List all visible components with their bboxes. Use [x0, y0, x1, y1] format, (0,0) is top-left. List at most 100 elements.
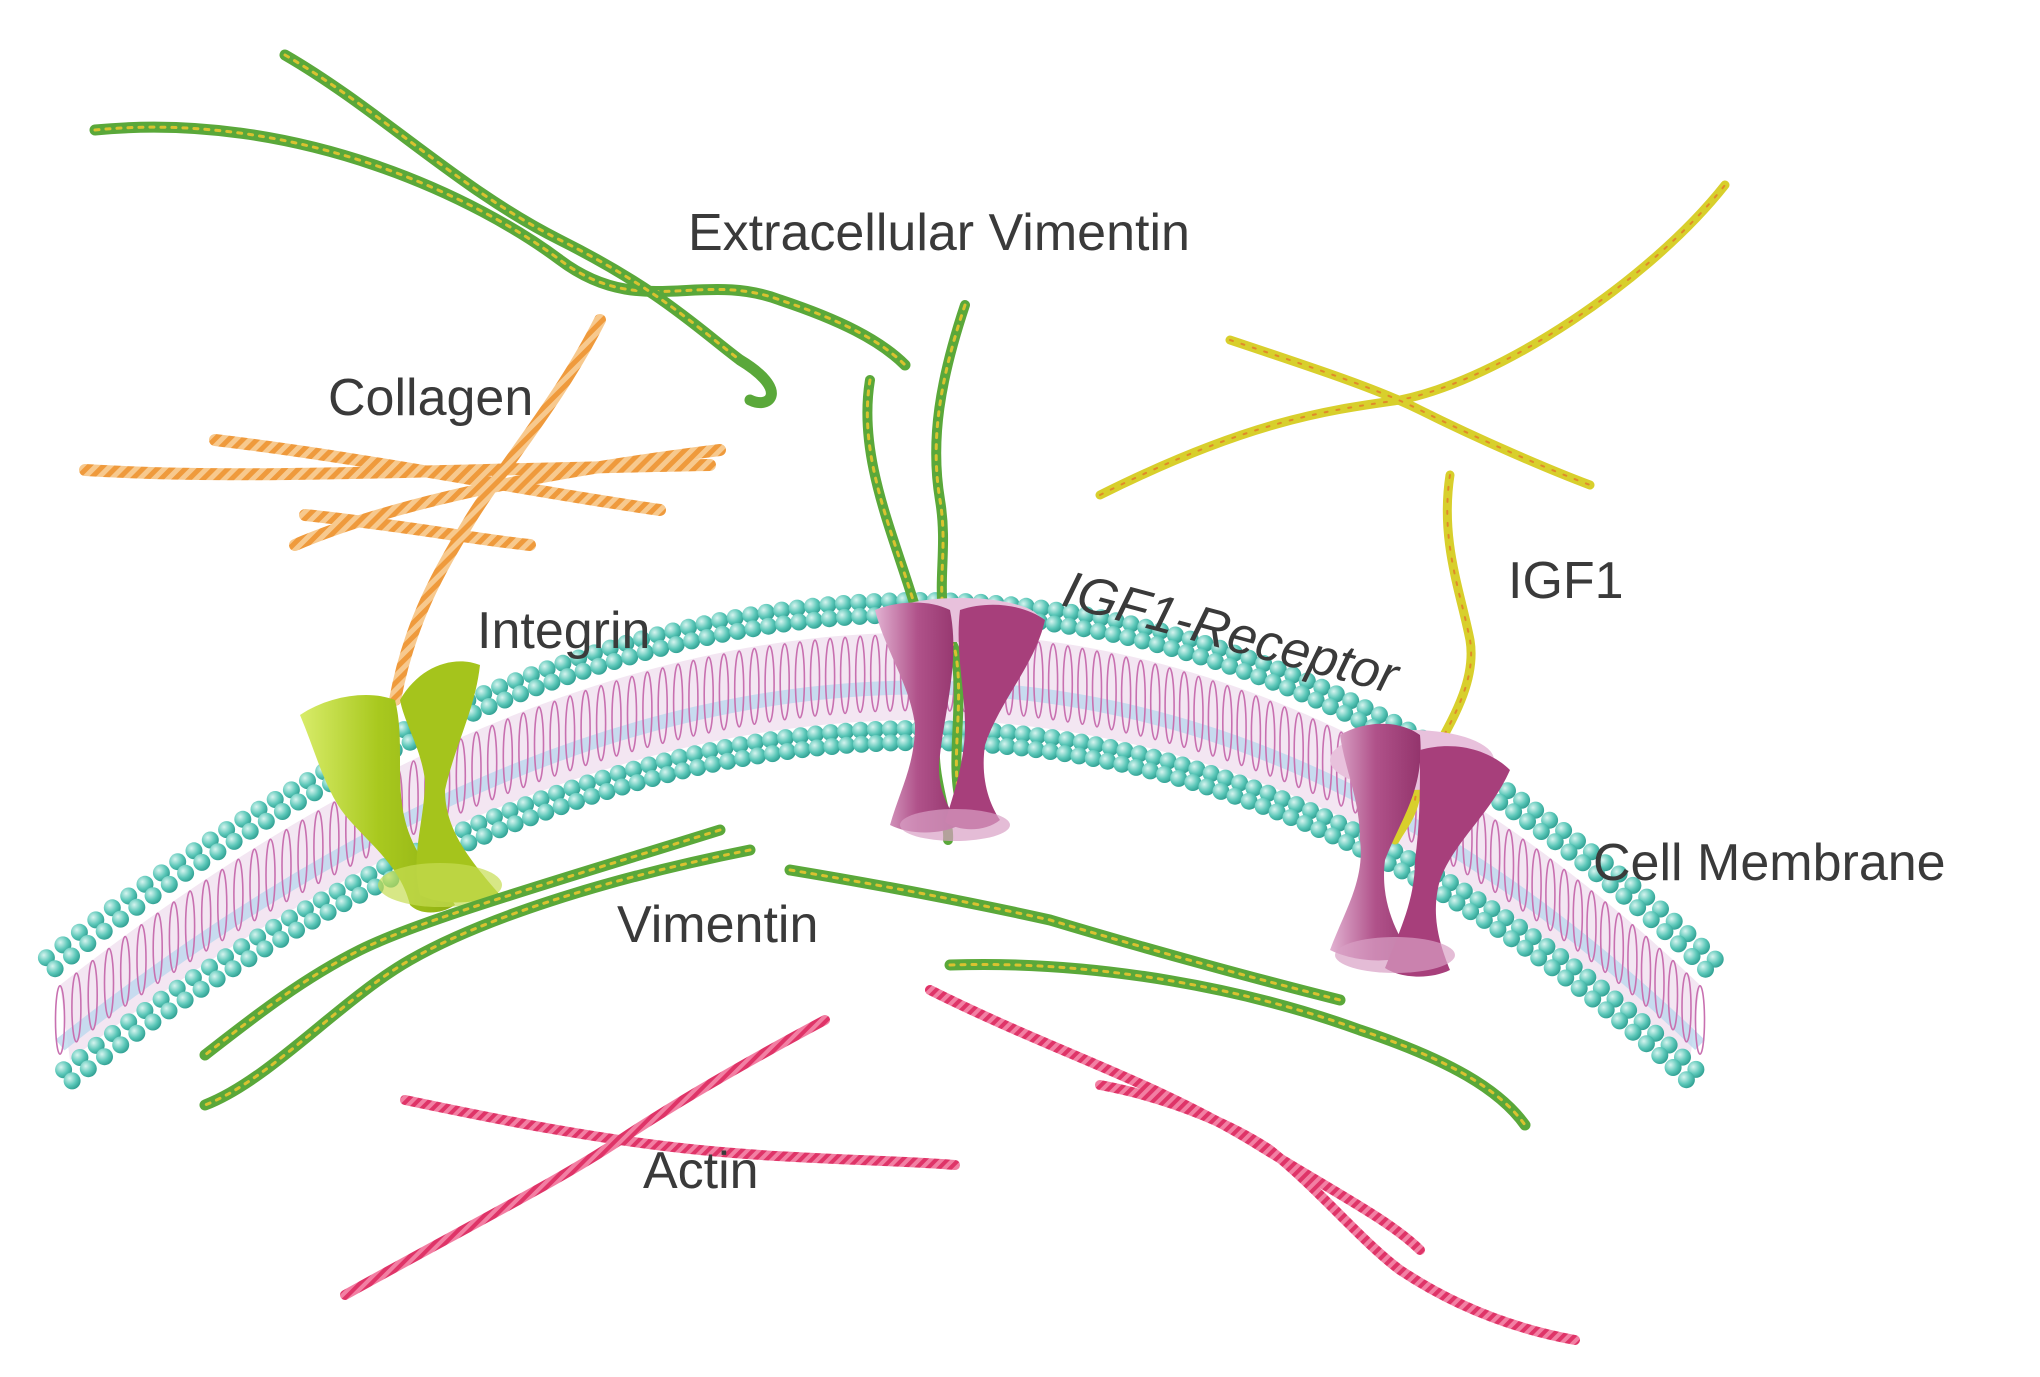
lipid-tail — [200, 879, 212, 952]
actin-fiber — [400, 1095, 960, 1170]
lipid-tail — [1047, 643, 1059, 721]
lipid-head — [777, 729, 794, 747]
lipid-tail — [809, 639, 821, 717]
lipid-head — [552, 798, 570, 816]
actin-fibers — [340, 985, 1580, 1345]
label-integrin: Integrin — [477, 602, 650, 660]
lipid-head — [1060, 617, 1078, 635]
lipid-head — [837, 722, 855, 740]
lipid-head — [896, 734, 914, 752]
lipid-head — [578, 774, 596, 792]
lipid-head — [1014, 725, 1032, 743]
lipid-head — [1268, 803, 1286, 821]
lipid-head — [1240, 792, 1258, 810]
lipid-head — [568, 792, 585, 810]
lipid-head — [896, 720, 914, 738]
lipid-head — [1342, 692, 1360, 710]
lipid-head — [79, 935, 97, 952]
lipid-tail — [824, 637, 836, 716]
lipid-head — [773, 601, 791, 619]
lipid-tail — [1178, 671, 1190, 749]
lipid-head — [598, 783, 616, 800]
lipid-head — [1254, 797, 1272, 815]
lipid-tail — [626, 675, 638, 753]
vimentin-fiber — [944, 959, 1531, 1131]
lipid-head — [1173, 756, 1191, 774]
lipid-head — [1231, 774, 1249, 792]
lipid-head — [625, 760, 643, 778]
lipid-head — [1516, 939, 1534, 957]
lipid-tail — [1279, 706, 1290, 783]
lipid-tail — [103, 947, 115, 1019]
lipid-head — [1184, 774, 1202, 791]
lipid-head — [517, 796, 534, 814]
lipid-tail — [313, 810, 324, 885]
lipid-head — [605, 653, 623, 670]
igf1-fiber — [1095, 180, 1730, 500]
membrane-core — [60, 632, 1700, 1060]
lipid-head — [852, 721, 869, 739]
lipid-head — [1137, 618, 1155, 636]
lipid-head — [644, 770, 661, 787]
lipid-tail — [794, 641, 806, 719]
lipid-tail — [611, 680, 622, 757]
lipid-head — [836, 608, 853, 626]
lipid-tail — [408, 760, 419, 835]
collagen-fiber — [209, 434, 666, 516]
label-extracellular-vimentin: Extracellular Vimentin — [688, 204, 1190, 262]
lipid-head — [1075, 620, 1093, 638]
lipid-head — [1601, 876, 1619, 894]
lipid-head — [1683, 948, 1701, 965]
lipid-head — [570, 649, 588, 667]
lipid-head — [1202, 765, 1220, 782]
lipid-head — [537, 803, 555, 821]
lipid-head — [1122, 615, 1140, 633]
lipid-head — [96, 1048, 113, 1066]
receptor-right-half — [945, 604, 1045, 830]
label-igf1: IGF1 — [1508, 552, 1624, 610]
lipid-head — [731, 736, 749, 754]
lipid-head — [1221, 657, 1239, 675]
lipid-head — [1584, 990, 1602, 1008]
label-cell-membrane: Cell Membrane — [1593, 834, 1946, 892]
lipid-head — [460, 834, 478, 852]
lipid-tail — [54, 984, 66, 1056]
lipid-tail — [549, 700, 560, 777]
lipid-head — [1070, 747, 1088, 765]
lipid-head — [1141, 762, 1159, 780]
lipid-head — [256, 940, 274, 958]
lipid-head — [764, 745, 781, 763]
lipid-head — [485, 808, 503, 826]
lipid-tail — [1681, 972, 1692, 1043]
lipid-tail — [703, 656, 715, 734]
lipid-head — [759, 617, 777, 635]
lipid-tail — [87, 959, 98, 1031]
lipid-head — [744, 620, 762, 638]
label-actin: Actin — [643, 1142, 759, 1200]
lipid-head — [209, 843, 227, 861]
lipid-tail — [136, 924, 147, 996]
lipid-head — [1505, 803, 1523, 821]
lipid-head — [63, 1072, 81, 1090]
lipid-head — [1181, 630, 1199, 648]
lipid-head — [636, 644, 654, 661]
integrin-rim — [378, 863, 502, 907]
lipid-head — [819, 596, 837, 614]
lipid-head — [1588, 865, 1605, 883]
lipid-head — [1198, 778, 1216, 796]
lipid-head — [851, 607, 869, 625]
lipid-head — [716, 739, 734, 756]
lipid-head — [834, 595, 852, 612]
lipid-head — [1116, 742, 1134, 760]
lipid-tail — [217, 868, 228, 942]
lipid-head — [128, 898, 146, 916]
lipid-head — [475, 827, 493, 845]
lipid-head — [303, 912, 321, 930]
lipid-head — [522, 666, 540, 684]
lipid-head — [1032, 599, 1050, 617]
lipid-head — [778, 743, 796, 760]
lipid-head — [1027, 741, 1045, 759]
lipid-head — [1462, 903, 1480, 921]
lipid-tail — [1531, 848, 1542, 922]
lipid-head — [1148, 636, 1166, 654]
